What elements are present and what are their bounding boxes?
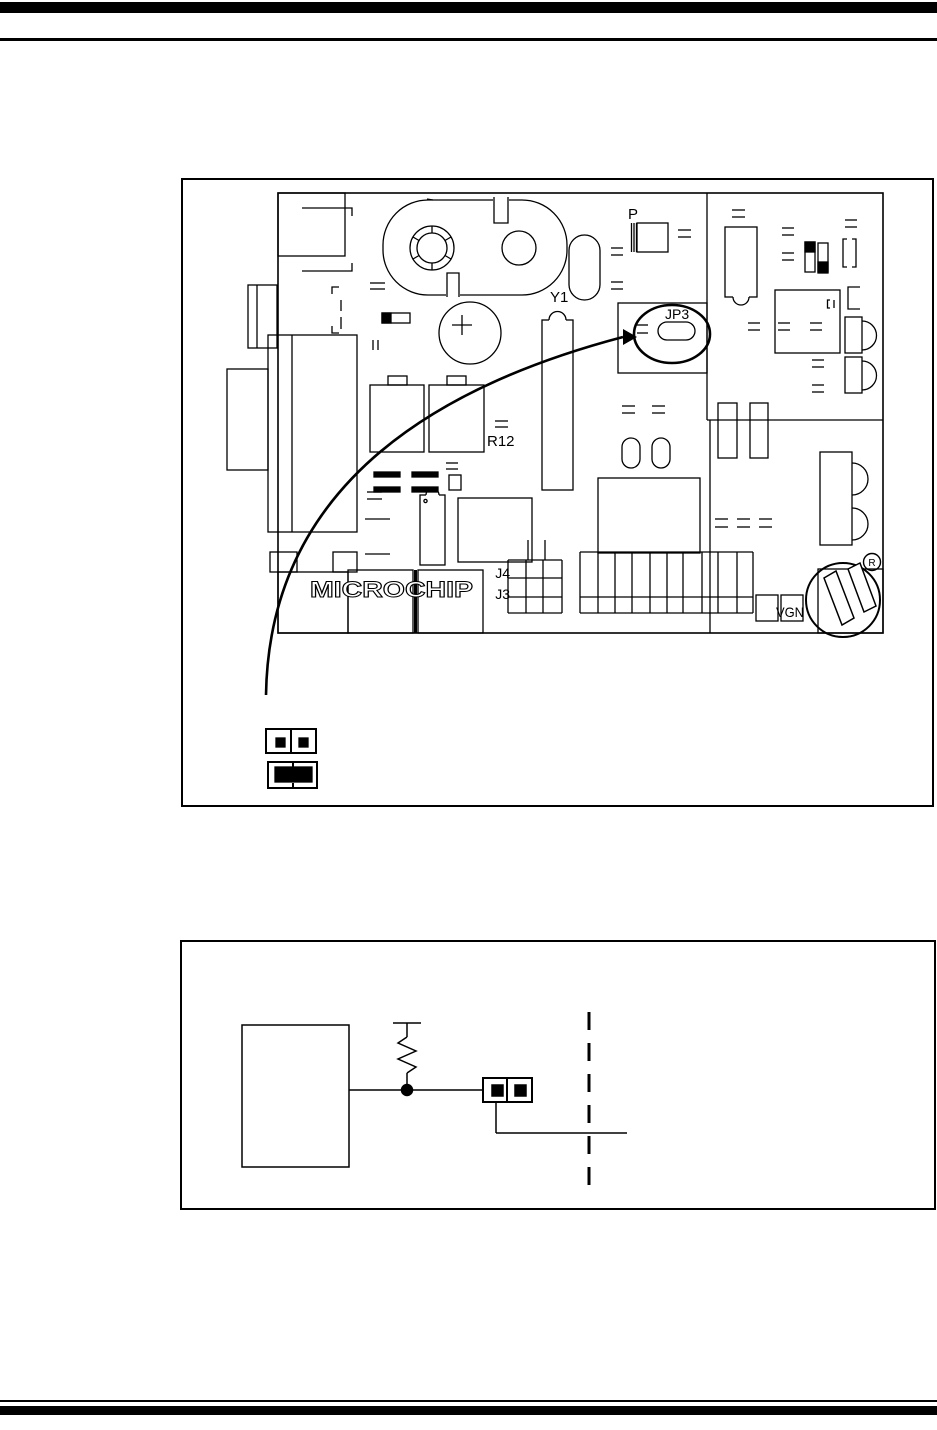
jp3-callout-circle — [632, 303, 712, 365]
small-parts-left — [370, 282, 411, 350]
dip-socket-tall — [541, 310, 574, 491]
j4-j3-grid — [507, 540, 563, 614]
label-y1: Y1 — [550, 289, 568, 306]
microchip-wordmark: MICROCHIP — [310, 577, 473, 602]
dip-ic-narrow — [419, 487, 446, 566]
schematic-block — [241, 1024, 350, 1168]
label-p: P — [628, 206, 638, 223]
registered-mark-circle — [862, 552, 882, 572]
schematic-svg — [180, 940, 936, 1210]
jumper-closed-icon — [267, 761, 318, 789]
large-ic-outline — [597, 477, 701, 554]
bottom-rule-thin — [0, 1400, 937, 1402]
component-p — [611, 222, 691, 290]
buzzer-footprint — [382, 197, 568, 297]
led-3 — [819, 451, 853, 546]
figure2-border — [180, 940, 936, 1210]
figure-board-diagram: P Y1 JP3 R12 J4 J3 VGN R MICROCHIP — [181, 178, 935, 808]
ir-module — [724, 209, 878, 394]
microchip-m-logo — [805, 552, 884, 638]
led-1 — [844, 316, 863, 354]
label-r12: R12 — [487, 433, 515, 450]
vgn-pads — [755, 594, 804, 622]
bottom-rule-thick — [0, 1406, 937, 1415]
led-2 — [844, 356, 863, 394]
top-rule-thin — [0, 38, 937, 41]
jp3-callout-arrow — [264, 329, 637, 696]
mid-rect — [457, 497, 533, 563]
schematic-jumper-icon — [482, 1077, 533, 1103]
label-registered: R — [868, 558, 875, 569]
crystal-y1 — [568, 234, 601, 301]
figure1-border — [181, 178, 934, 807]
label-jp3: JP3 — [665, 306, 689, 322]
left-connectors — [226, 192, 484, 634]
oval-pads — [621, 405, 671, 469]
terminal-header — [579, 551, 754, 614]
label-j4: J4 — [495, 565, 510, 581]
db9-connector — [226, 368, 269, 471]
pullup-resistor — [393, 1022, 421, 1085]
battery-clips — [369, 375, 485, 453]
capacitor-plus — [438, 301, 502, 365]
board-diagram-svg: P Y1 JP3 R12 J4 J3 VGN R MICROCHIP — [181, 178, 934, 807]
bottom-right-section — [715, 451, 869, 546]
r12-pads — [495, 420, 508, 428]
smd-pads — [365, 462, 462, 555]
top-rule-thick — [0, 2, 937, 13]
label-vgn: VGN — [776, 604, 804, 620]
figure-schematic — [180, 940, 936, 1210]
schematic-wires — [349, 1089, 627, 1134]
label-j3: J3 — [495, 586, 510, 602]
pin-headers-vertical — [717, 402, 769, 459]
junction-dot — [400, 1083, 414, 1097]
jumper-open-icon — [265, 728, 317, 754]
